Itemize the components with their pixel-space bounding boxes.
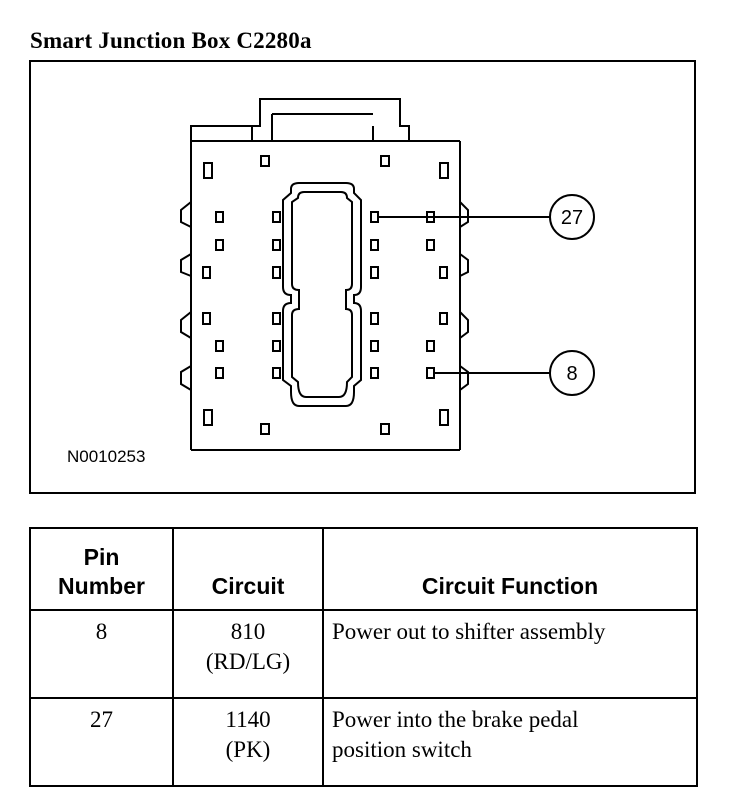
pin-cavity: [260, 423, 270, 435]
callout-circle-8: [549, 350, 595, 396]
pin-cavity: [380, 423, 390, 435]
pin-cell: 27: [29, 697, 174, 787]
pin-cavity: [215, 211, 224, 223]
connector-face-drawing: 27 8: [180, 98, 595, 451]
left-tab: [180, 253, 192, 277]
circuit-number: 810: [230, 619, 266, 644]
header-circuit-function: Circuit Function: [322, 527, 698, 611]
pin-cavity: [439, 162, 449, 179]
pin-cavity: [272, 340, 281, 352]
pin-cavity: [426, 340, 435, 352]
pin-cavity: [370, 266, 379, 279]
figure-id: N0010253: [67, 447, 146, 466]
pin-cavity: [370, 239, 379, 251]
right-tab: [459, 253, 469, 277]
left-tab: [180, 311, 192, 339]
pin-cavity: [426, 239, 435, 251]
pin-cavity: [203, 162, 213, 179]
circuit-color: (PK): [225, 737, 271, 762]
pin-cavity: [202, 266, 211, 279]
table-row: 8 810 (RD/LG) Power out to shifter assem…: [29, 609, 698, 699]
pin-cavity: [260, 155, 270, 167]
circuit-number: 1140: [225, 707, 271, 732]
pin-cavity: [272, 239, 281, 251]
right-tab: [459, 365, 469, 391]
left-tab: [180, 201, 192, 228]
page-title: Smart Junction Box C2280a: [30, 28, 312, 53]
pin-cavity-8: [426, 367, 435, 379]
pinout-table: Pin Number Circuit Circuit Function 8 81…: [29, 527, 698, 787]
center-slot: [282, 182, 362, 407]
header-pin-number: Pin Number: [29, 527, 174, 611]
connector-diagram: 27 8 N0010253: [29, 60, 696, 494]
function-cell: Power out to shifter assembly: [322, 609, 698, 699]
callout-label-8: 8: [566, 363, 577, 385]
circuit-color: (RD/LG): [205, 649, 291, 674]
function-line: Power out to shifter assembly: [332, 619, 606, 644]
left-tab: [180, 365, 192, 391]
pin-cavity: [439, 409, 449, 426]
center-slot-inner: [291, 191, 353, 398]
callout-label-27: 27: [561, 207, 583, 229]
pin-cavity: [272, 266, 281, 279]
header-pin-line2: Number: [58, 573, 145, 599]
pin-cavity: [370, 340, 379, 352]
pin-cavity: [215, 367, 224, 379]
circuit-cell: 810 (RD/LG): [172, 609, 324, 699]
header-circuit: Circuit: [172, 527, 324, 611]
pin-cavity: [202, 312, 211, 325]
pin-cell: 8: [29, 609, 174, 699]
pin-cavity: [272, 367, 281, 379]
function-line: Power into the brake pedal: [332, 707, 579, 732]
pin-cavity: [380, 155, 390, 167]
pin-cavity: [370, 312, 379, 325]
pin-cavity: [203, 409, 213, 426]
circuit-cell: 1140 (PK): [172, 697, 324, 787]
pin-cavity: [439, 266, 448, 279]
right-tab: [459, 311, 469, 339]
pin-cavity: [215, 340, 224, 352]
table-row: 27 1140 (PK) Power into the brake pedal …: [29, 697, 698, 787]
pin-cavity: [272, 211, 281, 223]
pin-cavity: [370, 367, 379, 379]
table-header-row: Pin Number Circuit Circuit Function: [29, 527, 698, 611]
pin-cavity: [272, 312, 281, 325]
callout-circle-27: [549, 194, 595, 240]
pin-cavity: [370, 211, 379, 223]
function-line: position switch: [332, 737, 472, 762]
pin-cavity: [215, 239, 224, 251]
connector-body: [190, 140, 461, 450]
function-cell: Power into the brake pedal position swit…: [322, 697, 698, 787]
right-tab: [459, 201, 469, 228]
header-pin-line1: Pin: [83, 544, 120, 570]
connector-latch: [190, 98, 410, 141]
pin-cavity: [439, 312, 448, 325]
